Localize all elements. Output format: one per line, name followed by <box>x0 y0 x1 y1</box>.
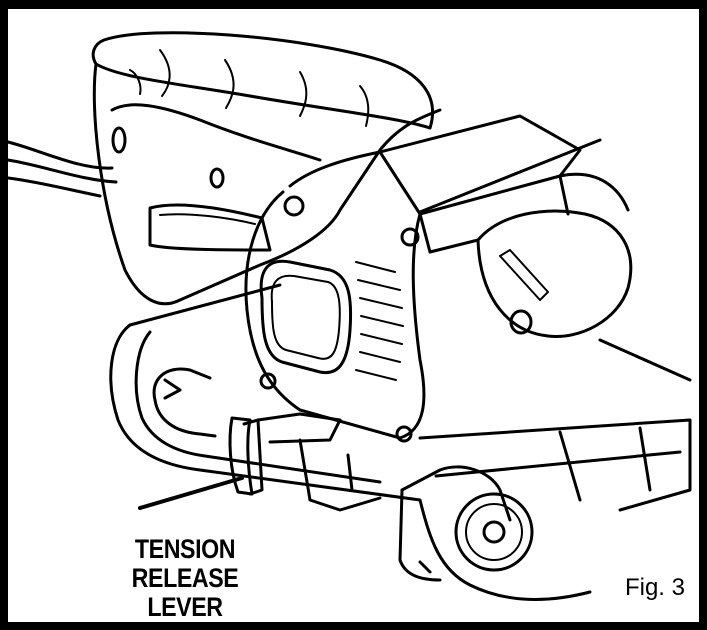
grip-handle <box>91 31 435 130</box>
callout-line-1: TENSION RELEASE <box>131 534 239 593</box>
callout-leader-line <box>138 476 244 510</box>
belt-housing <box>109 283 692 601</box>
tension-release-lever <box>228 412 382 512</box>
front-roller <box>398 465 534 582</box>
fan-housing <box>244 190 426 443</box>
tension-release-lever-label: TENSION RELEASE LEVER <box>86 535 284 622</box>
handle-housing <box>92 62 442 306</box>
motor-cap <box>288 114 602 254</box>
figure-caption: Fig. 3 <box>624 574 685 601</box>
callout-line-2: LEVER <box>147 592 223 622</box>
dust-port <box>428 172 633 339</box>
